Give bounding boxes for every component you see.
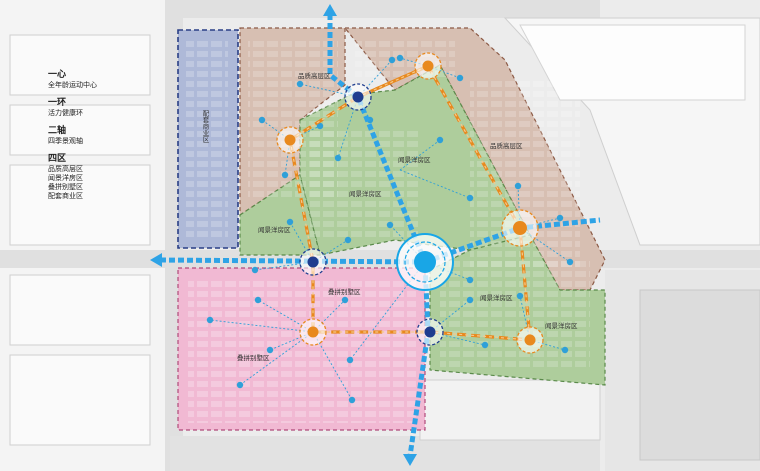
leaf-point [466, 194, 474, 202]
leaf-point [561, 346, 569, 354]
label-villa-north: 叠拼别墅区 [328, 287, 361, 296]
arrow-south-icon [403, 454, 417, 466]
leaf-point [251, 266, 259, 274]
leaf-point [466, 296, 474, 304]
leaf-point [396, 54, 404, 62]
node-orange [299, 318, 327, 346]
leaf-line [239, 331, 314, 386]
label-highrise-nw: 品质高层区 [298, 71, 331, 80]
leaf-line [519, 217, 561, 229]
legend-title: 二轴 [48, 126, 67, 136]
node-orange [414, 52, 442, 80]
leaf-point [346, 356, 354, 364]
central-hub [396, 233, 454, 291]
legend-item: 活力健康环 [48, 109, 83, 118]
leaf-line [312, 239, 349, 263]
leaf-line [517, 185, 521, 229]
leaf-point [556, 214, 564, 222]
leaf-point [388, 56, 396, 64]
leaf-point [566, 258, 574, 266]
legend-item: 配套商业区 [48, 191, 83, 200]
legend-title: 四区 [48, 154, 67, 164]
node-orange [501, 209, 539, 247]
leaf-point [386, 221, 394, 229]
legend-title: 一心 [48, 70, 67, 80]
node-orange [276, 126, 304, 154]
leaf-point [456, 74, 464, 82]
leaf-point [334, 154, 342, 162]
zone-labels: 配套商业区 品质高层区 品质高层区 闻景洋房区 闻景洋房区 闻景洋房区 闻景洋房… [201, 71, 578, 362]
leaf-line [519, 295, 531, 341]
leaf-line [312, 331, 353, 401]
legend-item: 四季景观轴 [48, 137, 83, 146]
legend: 一心全年龄运动中心一环活力健康环二轴四季景观轴四区品质高层区闻景洋房区叠拼别墅区… [48, 70, 97, 200]
node-orange [516, 326, 544, 354]
leaf-point [348, 396, 356, 404]
leaf-line [257, 299, 314, 333]
label-commercial: 配套商业区 [201, 110, 209, 143]
leaf-point [286, 218, 294, 226]
label-yangfang-south: 闻景洋房区 [480, 293, 513, 302]
leaf-point [266, 346, 274, 354]
legend-item: 叠拼别墅区 [48, 182, 83, 191]
leaf-point [344, 236, 352, 244]
leaf-point [254, 296, 262, 304]
activity-ring-inner [289, 65, 531, 341]
leaf-line [399, 169, 471, 199]
leaf-line [209, 319, 314, 333]
node-blue [299, 248, 327, 276]
leaf-point [481, 341, 489, 349]
legend-title: 一环 [48, 98, 67, 108]
leaf-line [337, 96, 359, 159]
leaf-point [436, 136, 444, 144]
leaf-point [316, 122, 324, 130]
legend-item: 闻景洋房区 [48, 174, 83, 182]
leaf-line [312, 299, 346, 333]
leaf-point [514, 182, 522, 190]
axis-arrows [150, 4, 417, 466]
label-yangfang-east: 闻景洋房区 [545, 321, 578, 330]
leaf-line [399, 139, 441, 171]
label-yangfang-west: 闻景洋房区 [258, 225, 291, 234]
leaf-point [516, 292, 524, 300]
label-yangfang-center: 闻景洋房区 [349, 189, 382, 198]
leaf-point [466, 276, 474, 284]
leaf-point [258, 116, 266, 124]
legend-item: 品质高层区 [48, 165, 83, 174]
arrow-west-icon [150, 253, 162, 267]
nodes [276, 52, 544, 354]
leaf-point [341, 296, 349, 304]
label-villa-south: 叠拼别墅区 [237, 353, 270, 362]
leaf-point [296, 80, 304, 88]
leaf-point [206, 316, 214, 324]
arrow-north-icon [323, 4, 337, 16]
node-blue [344, 83, 372, 111]
label-highrise-ne: 品质高层区 [490, 141, 523, 150]
legend-item: 全年龄运动中心 [48, 81, 97, 90]
node-blue [416, 318, 444, 346]
label-yangfang-north: 闻景洋房区 [398, 155, 431, 164]
leaf-point [236, 381, 244, 389]
leaf-point [281, 171, 289, 179]
